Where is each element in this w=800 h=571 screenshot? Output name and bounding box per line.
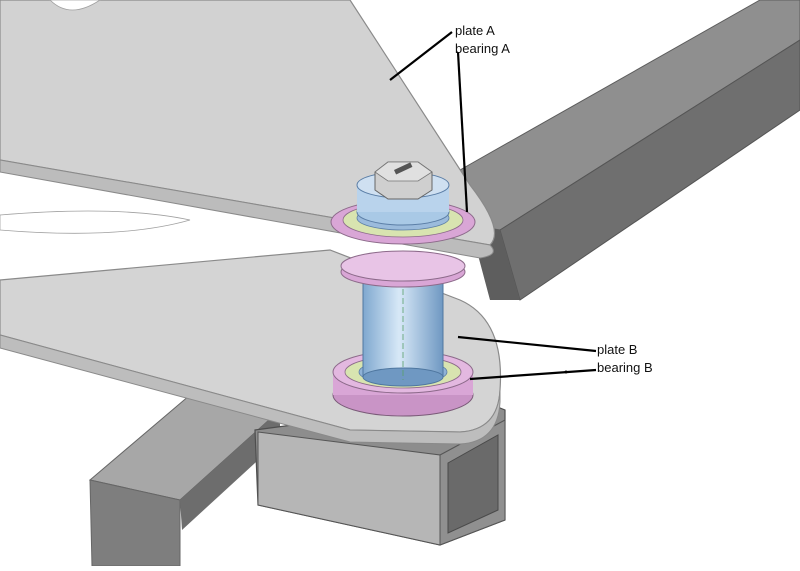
leader-bearing-a (456, 51, 469, 213)
leader-plate-b (457, 335, 597, 353)
label-bearing-b: bearing B (597, 360, 653, 375)
leader-lines (389, 31, 597, 381)
bolt (356, 161, 450, 226)
spacer-ring (340, 250, 466, 288)
label-bearing-a: bearing A (455, 41, 510, 56)
square-tube-right (459, 0, 800, 301)
label-plate-a: plate A (455, 23, 495, 38)
leader-plate-a (389, 31, 453, 81)
label-plate-b: plate B (597, 342, 638, 357)
leader-bearing-b (469, 368, 597, 381)
rect-tube-end (254, 399, 506, 546)
square-tube-lower (88, 394, 282, 567)
